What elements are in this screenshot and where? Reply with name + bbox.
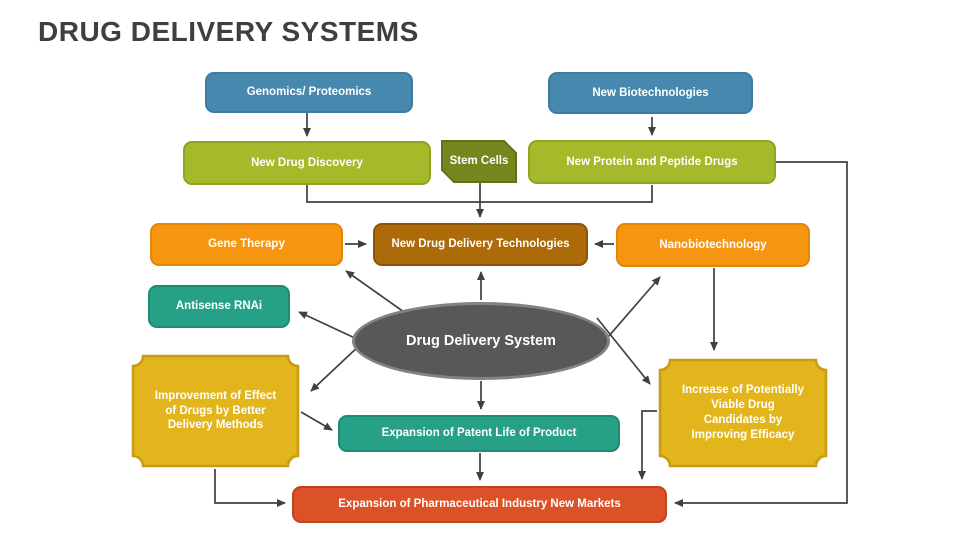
node-label: Stem Cells bbox=[449, 155, 509, 168]
node-new-protein-peptide-drugs[interactable]: New Protein and Peptide Drugs bbox=[528, 140, 776, 184]
edge-increase-markets bbox=[638, 410, 657, 480]
node-label: Nanobiotechnology bbox=[659, 238, 767, 251]
snip-corner-shape bbox=[441, 140, 517, 183]
node-expansion-patent-life[interactable]: Expansion of Patent Life of Product bbox=[338, 415, 620, 452]
node-genomics-proteomics[interactable]: Genomics/ Proteomics bbox=[205, 72, 413, 113]
edge-dds-improve bbox=[310, 343, 362, 392]
node-label: Drug Delivery System bbox=[406, 332, 556, 349]
node-stem-cells[interactable]: Stem Cells bbox=[441, 140, 517, 183]
node-new-drug-delivery-technologies[interactable]: New Drug Delivery Technologies bbox=[373, 223, 588, 266]
node-label: Gene Therapy bbox=[208, 238, 285, 251]
node-new-drug-discovery[interactable]: New Drug Discovery bbox=[183, 141, 431, 185]
node-label: Genomics/ Proteomics bbox=[246, 86, 372, 99]
edge-dds-nano bbox=[601, 276, 661, 345]
node-label: New Drug Delivery Technologies bbox=[391, 238, 570, 251]
node-drug-delivery-system[interactable]: Drug Delivery System bbox=[352, 302, 610, 380]
plaque-shape bbox=[658, 358, 828, 468]
node-label: New Drug Discovery bbox=[251, 156, 363, 169]
node-label: Expansion of Patent Life of Product bbox=[381, 427, 577, 440]
plaque-shape bbox=[131, 354, 300, 468]
node-label: Expansion of Pharmaceutical Industry New… bbox=[338, 498, 621, 511]
node-increase-viable-candidates[interactable]: Increase of Potentially Viable Drug Cand… bbox=[658, 358, 828, 468]
node-gene-therapy[interactable]: Gene Therapy bbox=[150, 223, 343, 266]
node-improvement-of-effect[interactable]: Improvement of Effect of Drugs by Better… bbox=[131, 354, 300, 468]
edge-dds-antisense bbox=[298, 311, 358, 340]
edge-protein-markets bbox=[674, 161, 848, 507]
slide-title: DRUG DELIVERY SYSTEMS bbox=[38, 16, 419, 47]
node-expansion-pharma-new-markets[interactable]: Expansion of Pharmaceutical Industry New… bbox=[292, 486, 667, 523]
edge-dds-gene bbox=[345, 270, 405, 313]
node-label: New Protein and Peptide Drugs bbox=[566, 155, 738, 168]
node-label: New Biotechnologies bbox=[592, 86, 709, 99]
edge-improve-patent bbox=[300, 411, 333, 431]
node-label: Improvement of Effect of Drugs by Better… bbox=[154, 389, 277, 432]
node-antisense-rnai[interactable]: Antisense RNAi bbox=[148, 285, 290, 328]
edge-dds-increase bbox=[596, 317, 651, 385]
node-label: Increase of Potentially Viable Drug Cand… bbox=[681, 384, 805, 441]
node-nanobiotechnology[interactable]: Nanobiotechnology bbox=[616, 223, 810, 267]
edge-improve-markets bbox=[214, 469, 286, 507]
node-label: Antisense RNAi bbox=[175, 300, 263, 313]
node-new-biotechnologies[interactable]: New Biotechnologies bbox=[548, 72, 753, 114]
